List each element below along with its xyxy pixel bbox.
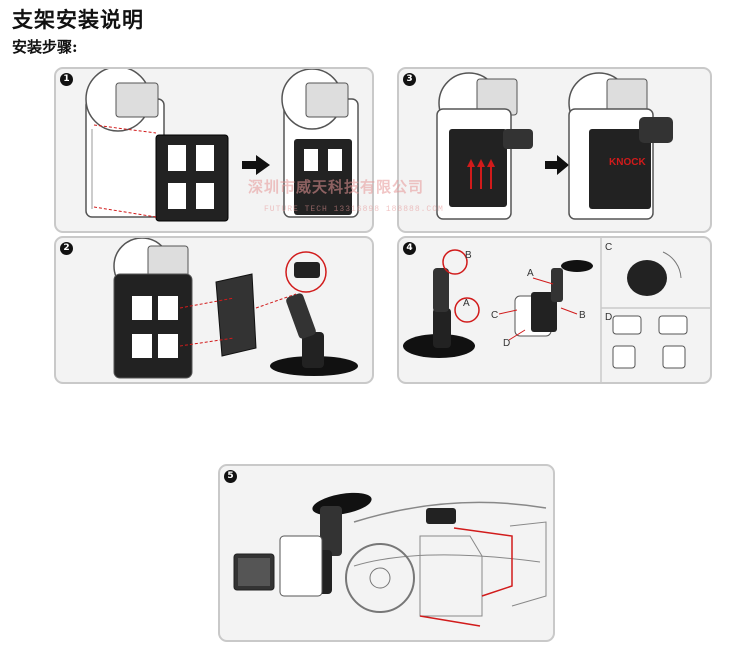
step-4-illustration: B A A C D B C D xyxy=(403,238,710,382)
part-label-c: C xyxy=(491,310,498,321)
step-3-panel: 3 KNOCK xyxy=(397,67,712,233)
sub-panel-label-c: C xyxy=(605,242,612,253)
step-4-badge: 4 xyxy=(403,242,416,255)
part-label-d: D xyxy=(503,338,510,349)
step-5-badge: 5 xyxy=(224,470,237,483)
step-1-badge: 1 xyxy=(60,73,73,86)
page-title: 支架安装说明 xyxy=(12,7,144,32)
step-1-illustration xyxy=(85,69,359,222)
watermark-line-2: FUTURE TECH 13316898 188888.COM xyxy=(264,205,444,214)
step-1-panel: 1 xyxy=(54,67,374,233)
knock-text: KNOCK xyxy=(609,157,646,168)
step-4-panel: 4 B A A C D B C D xyxy=(397,236,712,384)
part-label-a-left: A xyxy=(463,298,470,309)
step-2-panel: 2 xyxy=(54,236,374,384)
step-5-panel: 5 xyxy=(218,464,555,642)
step-5-illustration xyxy=(233,492,547,627)
sub-panel-label-d: D xyxy=(605,312,612,323)
part-label-b: B xyxy=(579,310,586,321)
part-label-b-top: B xyxy=(465,250,472,261)
watermark-line-1: 深圳市威天科技有限公司 xyxy=(248,178,425,196)
page-subtitle: 安装步骤: xyxy=(12,38,78,56)
step-3-illustration: KNOCK xyxy=(436,72,673,220)
part-label-a: A xyxy=(527,268,534,279)
step-2-badge: 2 xyxy=(60,242,73,255)
step-3-badge: 3 xyxy=(403,73,416,86)
step-2-illustration xyxy=(113,238,358,379)
